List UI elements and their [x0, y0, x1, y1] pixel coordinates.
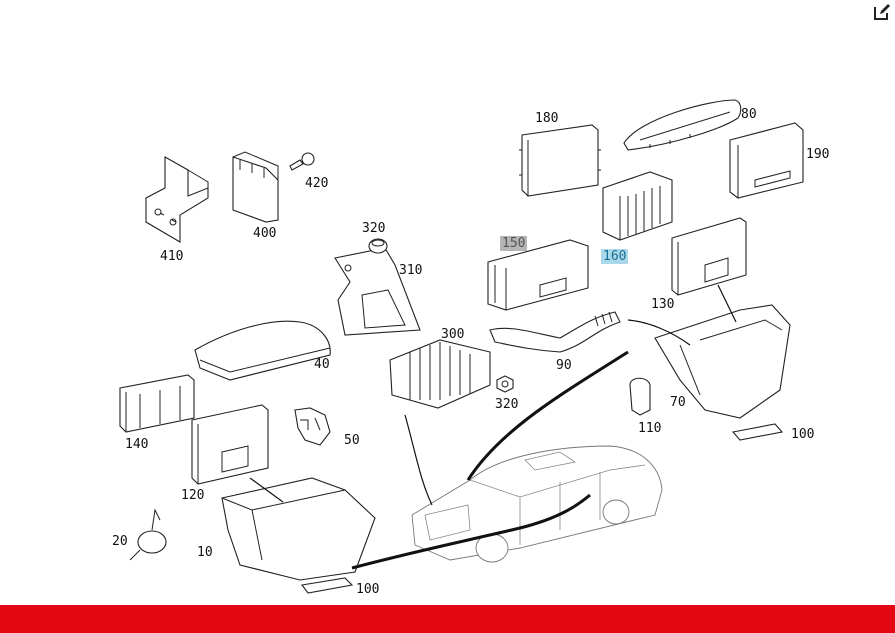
label-190: 190	[806, 147, 830, 162]
part-130-module[interactable]	[671, 217, 747, 296]
label-300: 300	[441, 327, 465, 342]
label-10: 10	[197, 545, 213, 560]
label-410: 410	[160, 249, 184, 264]
label-40: 40	[314, 357, 330, 372]
part-110-clip[interactable]	[629, 377, 651, 416]
label-120: 120	[181, 488, 205, 503]
label-80: 80	[741, 107, 757, 122]
label-310: 310	[399, 263, 423, 278]
vehicle-illustration	[411, 445, 663, 563]
part-310-bracket[interactable]	[334, 247, 421, 336]
label-180: 180	[535, 111, 559, 126]
part-160-module[interactable]	[602, 171, 673, 241]
part-10-tray[interactable]	[221, 477, 376, 581]
label-400: 400	[253, 226, 277, 241]
label-110: 110	[638, 421, 662, 436]
part-40-module[interactable]	[194, 320, 331, 381]
part-140-module[interactable]	[119, 374, 195, 433]
part-100-pad-right[interactable]	[731, 423, 784, 441]
label-100-right: 100	[791, 427, 815, 442]
part-50-relay[interactable]	[294, 407, 331, 446]
part-420-screw[interactable]	[289, 152, 315, 171]
part-410-bracket[interactable]	[145, 156, 209, 243]
label-100-lower: 100	[356, 582, 380, 597]
part-100-pad-lower[interactable]	[301, 577, 354, 594]
label-140: 140	[125, 437, 149, 452]
label-50: 50	[344, 433, 360, 448]
part-300-module[interactable]	[389, 339, 491, 409]
part-320-nut[interactable]	[368, 238, 388, 254]
part-400-module[interactable]	[232, 151, 279, 223]
part-20-pump[interactable]	[129, 508, 167, 561]
edit-icon[interactable]	[873, 3, 891, 21]
label-70: 70	[670, 395, 686, 410]
part-150-module[interactable]	[487, 239, 589, 311]
part-70-tray[interactable]	[654, 304, 791, 419]
label-150[interactable]: 150	[500, 236, 528, 251]
part-80-module[interactable]	[623, 99, 742, 151]
part-90-duct[interactable]	[489, 311, 621, 353]
parts-diagram	[119, 99, 804, 594]
part-180-module[interactable]	[519, 124, 601, 197]
label-420: 420	[305, 176, 329, 191]
label-320: 320	[362, 221, 386, 236]
part-320-nut-lower[interactable]	[496, 375, 514, 393]
part-120-module[interactable]	[191, 404, 269, 485]
label-130: 130	[651, 297, 675, 312]
connection-arrows	[249, 284, 737, 570]
part-190-module[interactable]	[729, 122, 804, 199]
label-20: 20	[112, 534, 128, 549]
label-320-lower: 320	[495, 397, 519, 412]
footer-bar	[0, 605, 895, 633]
label-160[interactable]: 160	[601, 249, 629, 264]
label-90: 90	[556, 358, 572, 373]
